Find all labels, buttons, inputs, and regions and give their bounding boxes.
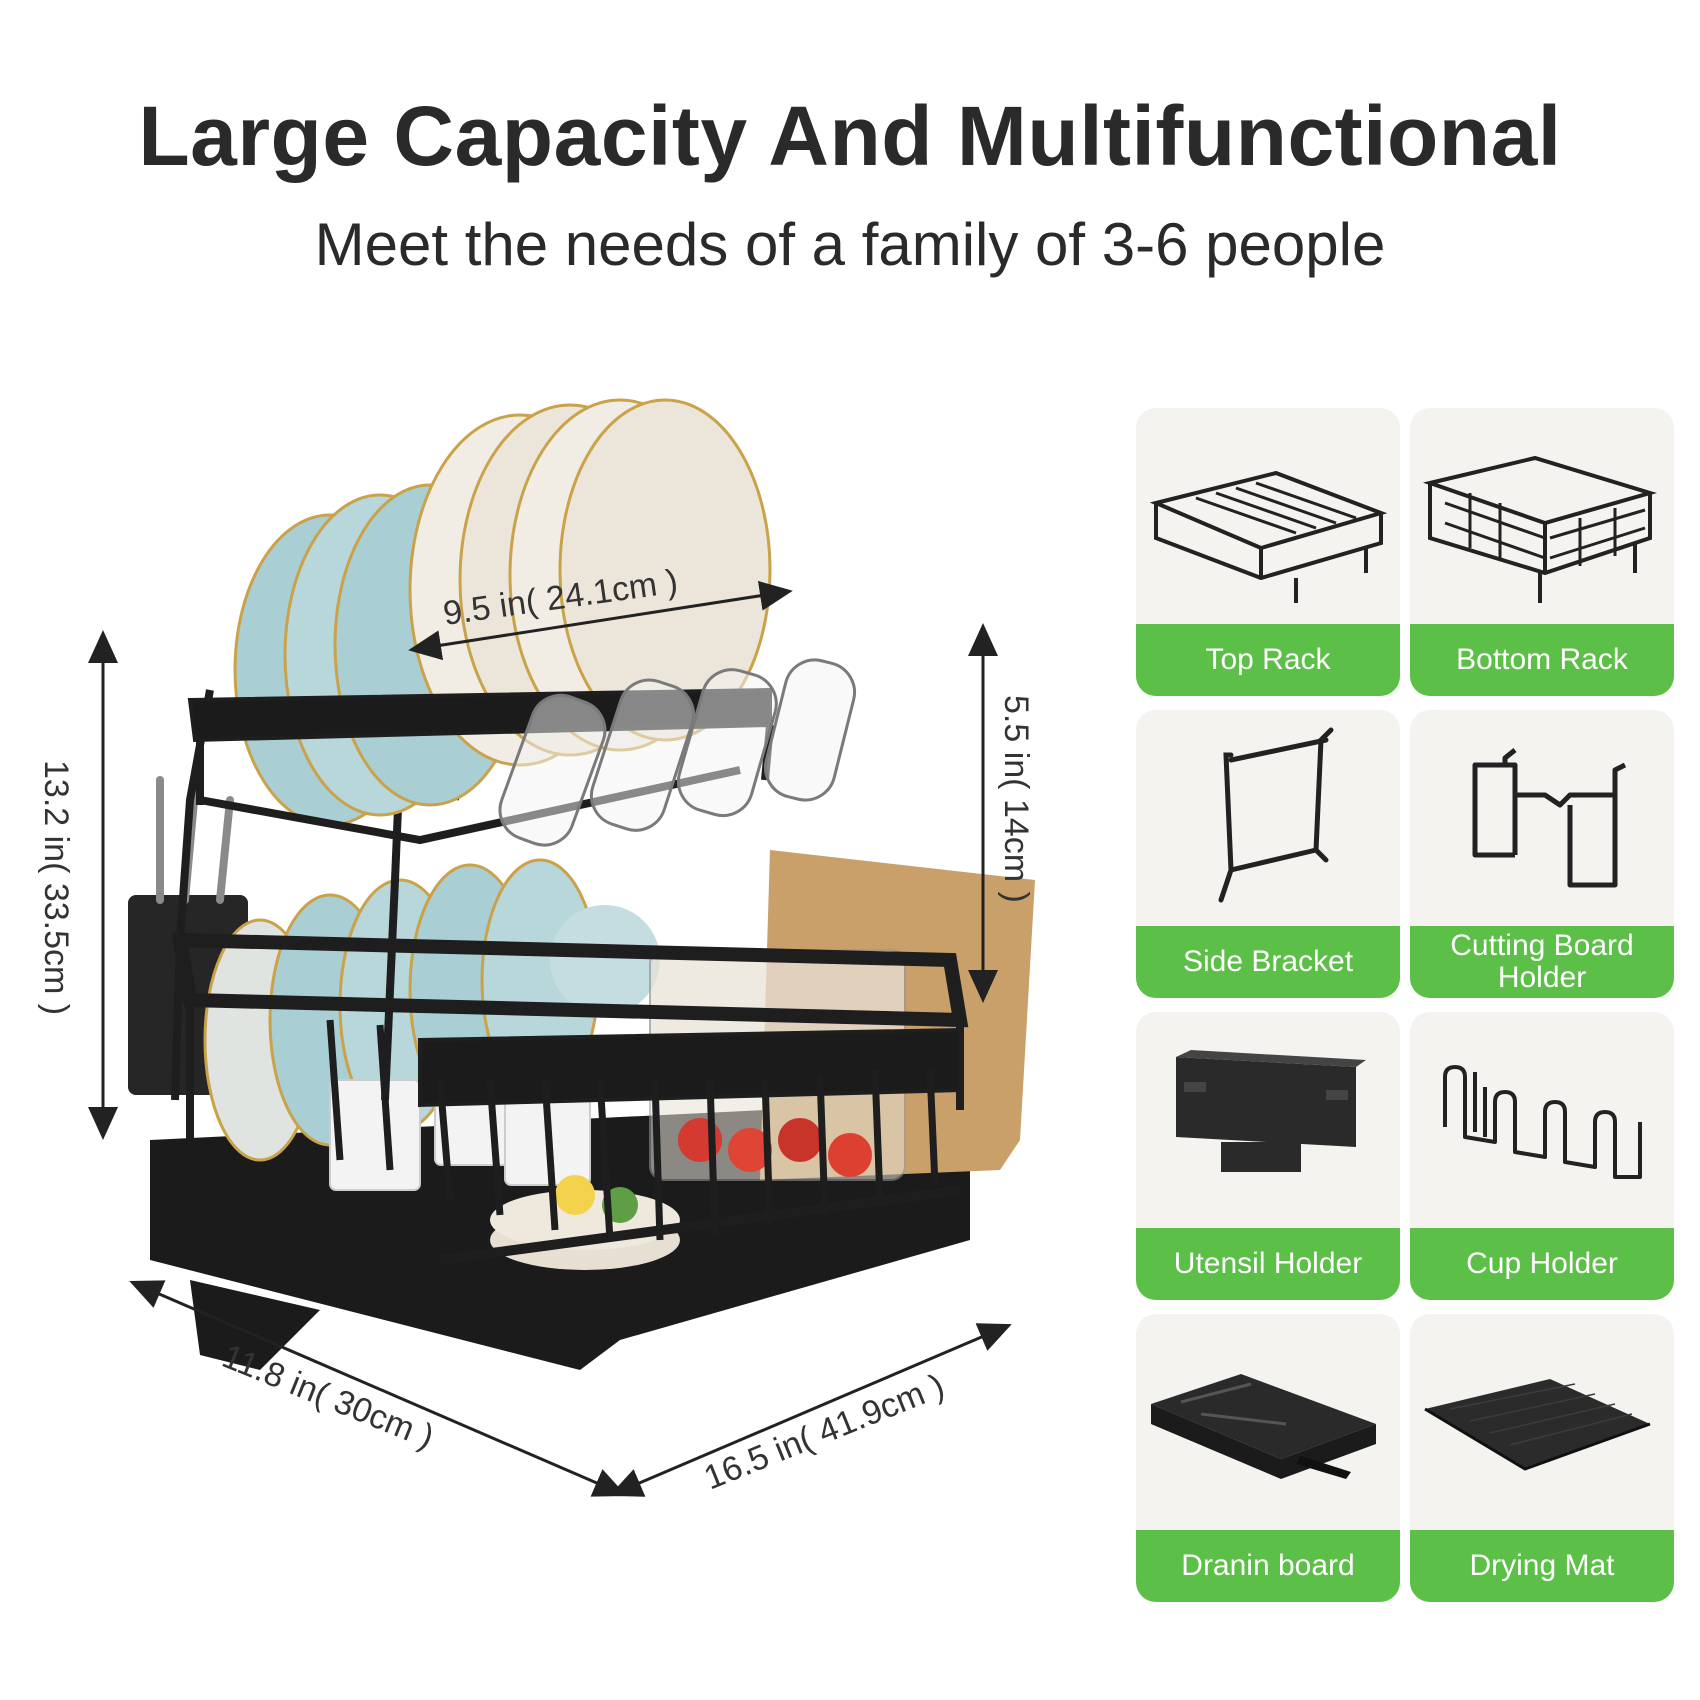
part-label: Cup Holder [1410, 1228, 1674, 1300]
part-label: Top Rack [1136, 624, 1400, 696]
part-card-utensil-holder: Utensil Holder [1136, 1012, 1400, 1300]
page-title: Large Capacity And Multifunctional [138, 89, 1562, 183]
utensils [156, 776, 234, 904]
dim-length: 16.5 in( 41.9cm ) [699, 1367, 950, 1498]
dim-height: 13.2 in( 33.5cm ) [37, 760, 75, 1015]
side-bracket-icon [1136, 710, 1400, 926]
drain-board-icon [1136, 1314, 1400, 1530]
bottom-rack-icon [1410, 408, 1674, 624]
part-label: Bottom Rack [1410, 624, 1674, 696]
part-card-side-bracket: Side Bracket [1136, 710, 1400, 998]
utensil-holder-icon [1136, 1012, 1400, 1228]
cup-holder-icon [1410, 1012, 1674, 1228]
dish-rack-illustration: 9.5 in( 24.1cm ) 13.2 in( 33.5cm ) 5.5 i… [0, 380, 1120, 1620]
part-card-drying-mat: Drying Mat [1410, 1314, 1674, 1602]
part-card-top-rack: Top Rack [1136, 408, 1400, 696]
part-card-cup-holder: Cup Holder [1410, 1012, 1674, 1300]
top-rack-icon [1136, 408, 1400, 624]
parts-grid: Top Rack Bottom Rack Side Bracket [1136, 408, 1674, 1612]
part-label: Dranin board [1136, 1530, 1400, 1602]
part-card-cutting-board-holder: Cutting Board Holder [1410, 710, 1674, 998]
dim-depth: 11.8 in( 30cm ) [217, 1337, 439, 1456]
part-card-bottom-rack: Bottom Rack [1410, 408, 1674, 696]
part-label: Drying Mat [1410, 1530, 1674, 1602]
part-label: Cutting Board Holder [1410, 926, 1674, 998]
dim-tier-height: 5.5 in( 14cm ) [997, 695, 1035, 903]
glasses [498, 658, 857, 847]
part-label: Utensil Holder [1136, 1228, 1400, 1300]
part-card-drain-board: Dranin board [1136, 1314, 1400, 1602]
drying-mat-icon [1410, 1314, 1674, 1530]
part-label: Side Bracket [1136, 926, 1400, 998]
cutting-board-holder-icon [1410, 710, 1674, 926]
page-subtitle: Meet the needs of a family of 3-6 people [314, 211, 1386, 278]
dimension-lines [88, 580, 1012, 1497]
